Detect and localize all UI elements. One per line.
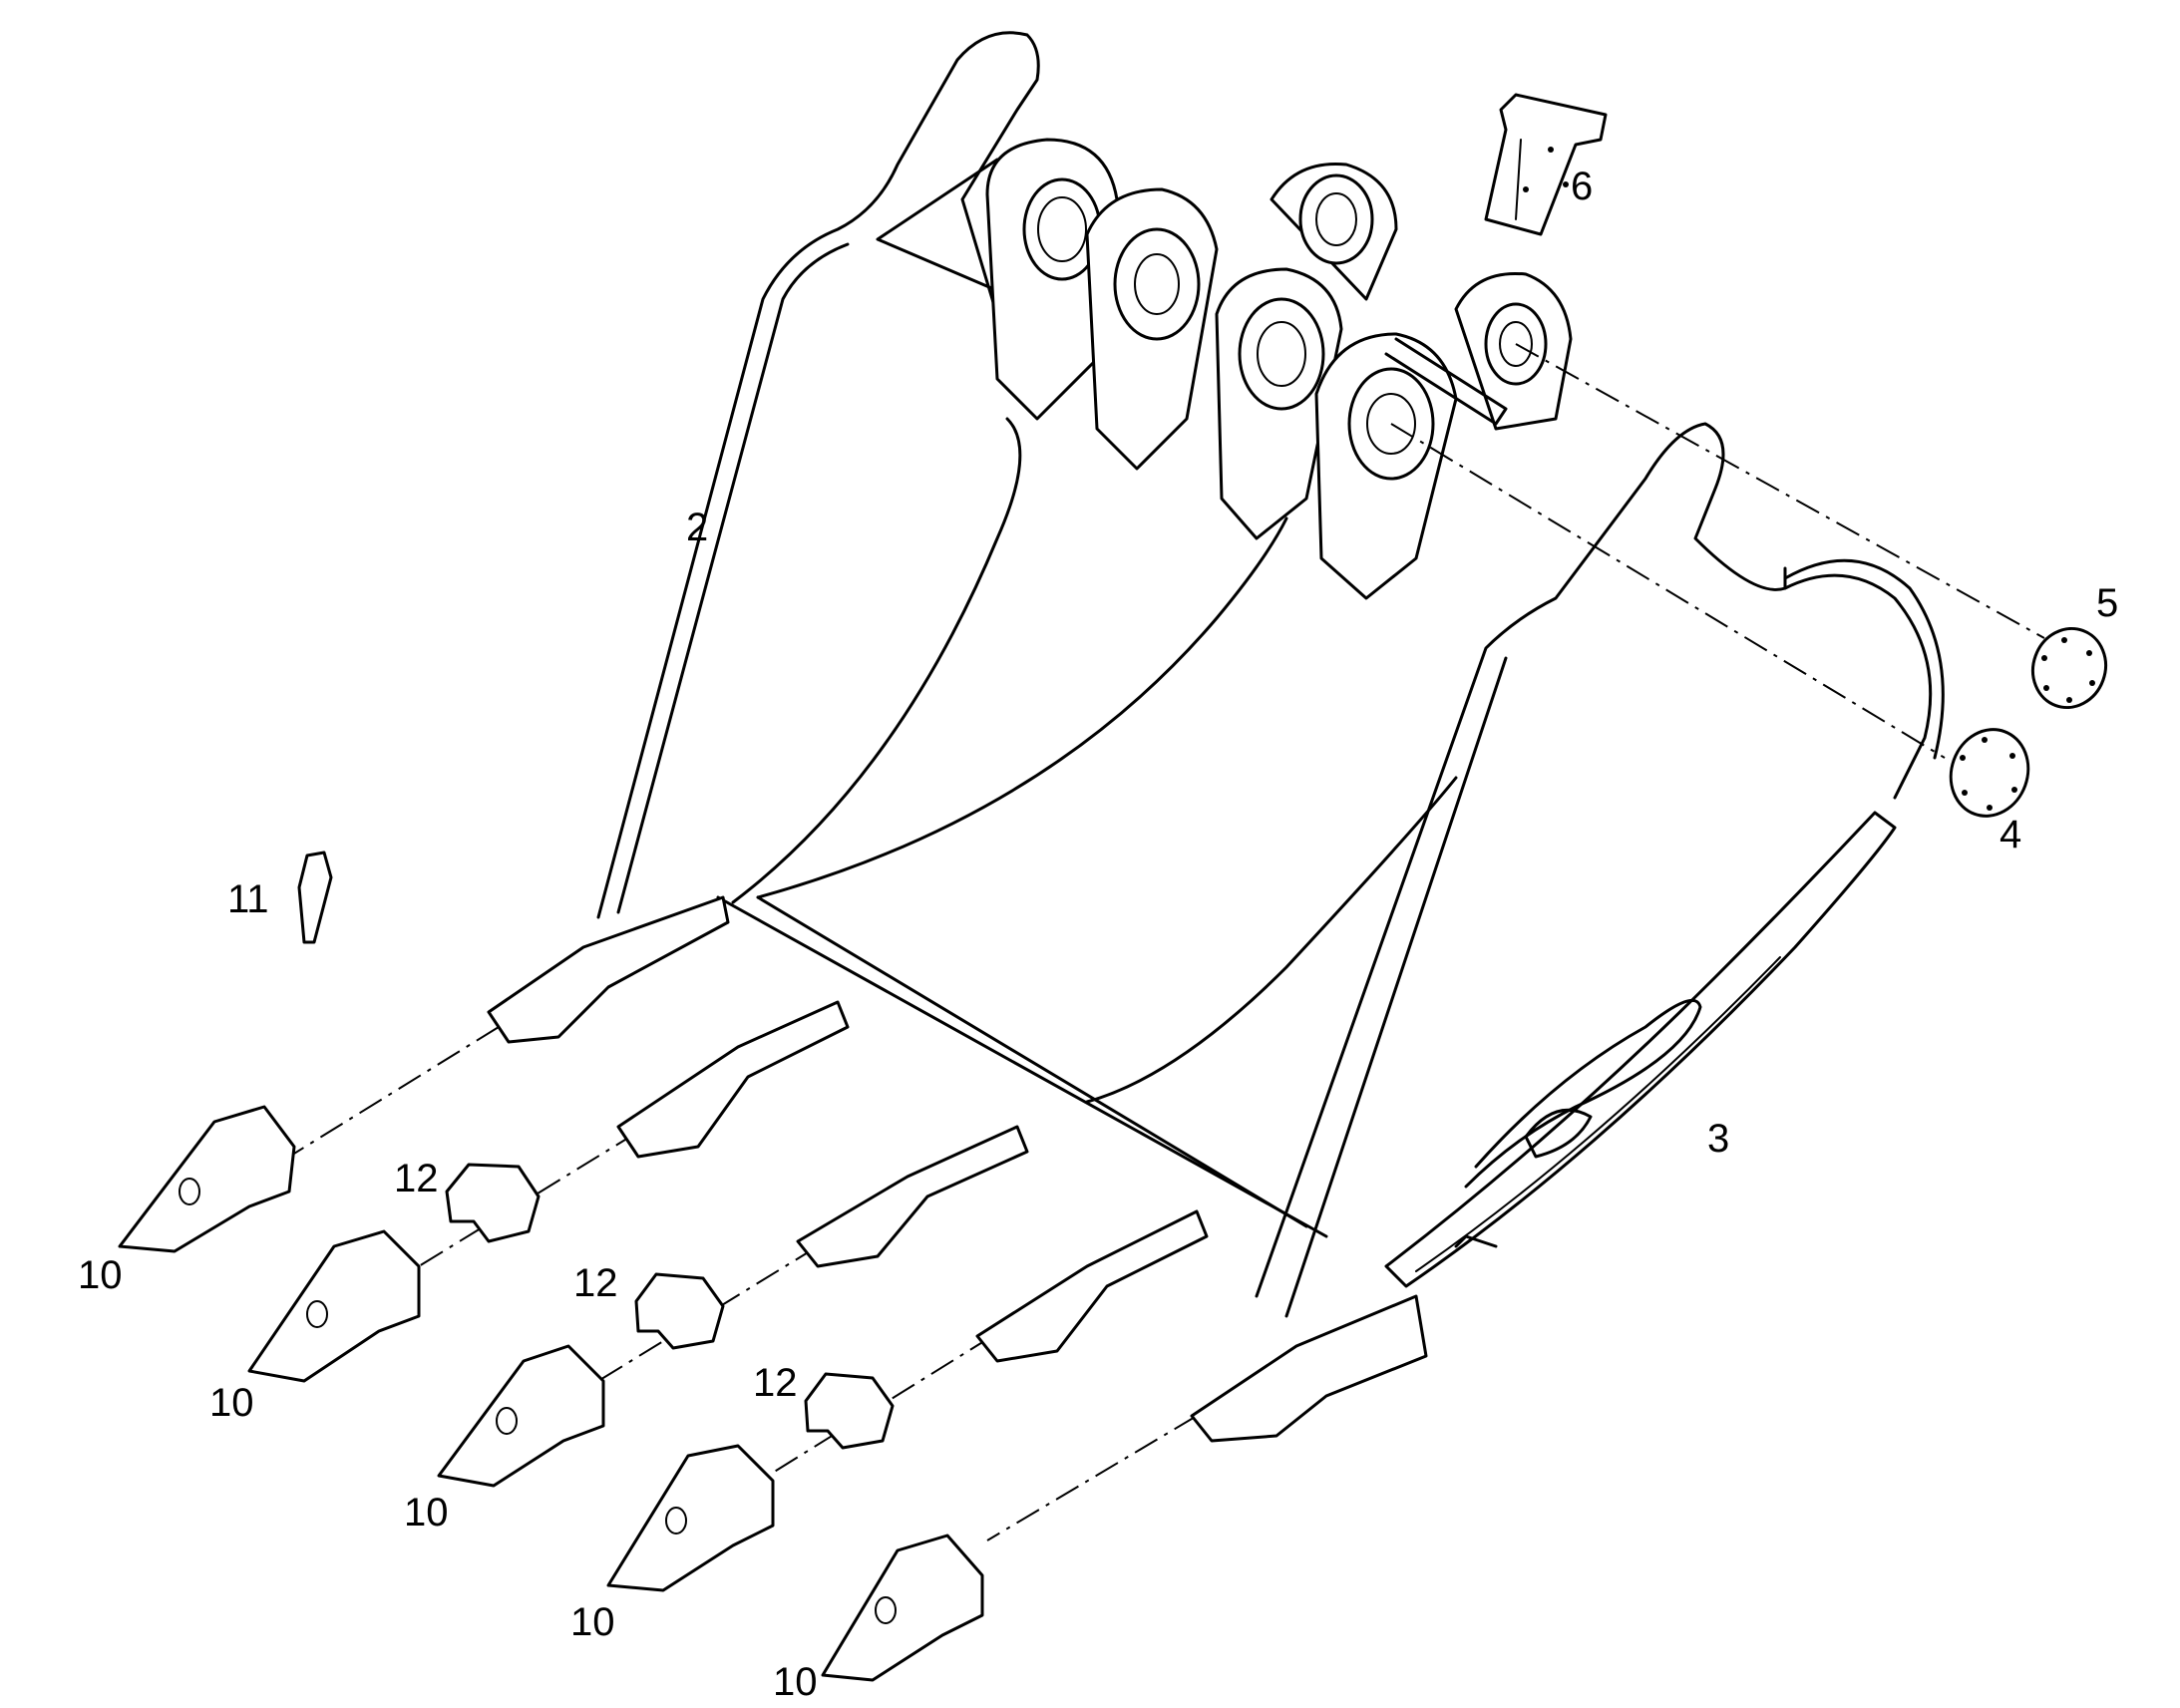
callout-12-1: 12 — [394, 1157, 439, 1200]
callout-3: 3 — [1707, 1117, 1729, 1161]
tooth-3 — [437, 1344, 605, 1488]
callout-10-1: 10 — [78, 1253, 123, 1297]
tooth-4 — [606, 1444, 775, 1592]
callouts: 2 3 4 5 6 11 10 10 10 10 10 12 12 12 — [78, 165, 2118, 1704]
callout-12-2: 12 — [573, 1261, 618, 1305]
cover-plate-4 — [1949, 728, 2030, 818]
callout-11: 11 — [227, 877, 269, 921]
callout-10-5: 10 — [773, 1660, 818, 1704]
part-6 — [1484, 93, 1608, 236]
callout-10-2: 10 — [209, 1381, 254, 1425]
callout-10-3: 10 — [404, 1491, 449, 1535]
callout-2: 2 — [686, 506, 708, 549]
cover-plate-5 — [2031, 626, 2107, 710]
part-11 — [297, 851, 333, 944]
tooth-1 — [118, 1105, 296, 1253]
wear-block-1 — [445, 1163, 541, 1243]
wear-block-3 — [804, 1372, 895, 1450]
callout-6: 6 — [1571, 165, 1593, 208]
callout-10-4: 10 — [570, 1600, 615, 1644]
tooth-2 — [247, 1229, 421, 1383]
tooth-5 — [821, 1534, 984, 1682]
callout-4: 4 — [1999, 813, 2021, 856]
callout-5: 5 — [2096, 581, 2118, 625]
callout-12-3: 12 — [753, 1361, 798, 1405]
wear-block-2 — [634, 1272, 725, 1350]
bucket-shell — [596, 31, 1945, 1318]
tooth-adapters — [487, 895, 1428, 1443]
